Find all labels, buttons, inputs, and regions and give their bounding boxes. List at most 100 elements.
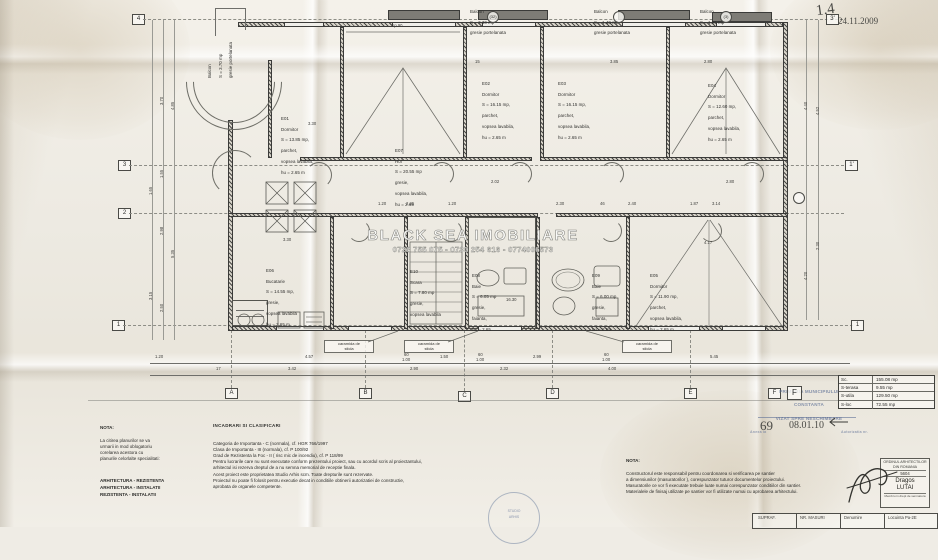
handwritten-mark-top: 1.4: [814, 0, 836, 20]
room-code-e07: E07: [395, 147, 403, 153]
balcony-slab-top-1: [388, 10, 460, 20]
dim-2-99: 2.99: [533, 354, 542, 359]
room-label-e01: E01 Dormitor S = 13.85 mp, parchet, vops…: [281, 105, 313, 181]
note-left-block: NOTA: La citirea planurilor se va urmari…: [100, 419, 210, 469]
room-area-e02: S = 16.15 mp,: [482, 102, 511, 108]
handwritten-date-top: 24.11.2009: [838, 16, 879, 26]
room-code-e04: E04: [708, 82, 716, 88]
step-line-1: [236, 310, 264, 311]
door-swing-e06: [348, 220, 370, 242]
room-label-e02: E02 Dormitor S = 16.15 mp, parchet, vops…: [482, 70, 514, 146]
plan-dim-2-40: 2.40: [628, 201, 637, 206]
dim-1-20: 1.20: [155, 354, 164, 359]
dim-v-3-70: 3.70: [159, 96, 164, 105]
dim-17: 17: [216, 366, 221, 371]
window-top-4: [622, 22, 686, 27]
dim-1-50: 1.50: [440, 354, 449, 359]
room-label-e03: E03 Dormitor S = 16.15 mp, parchet, vops…: [558, 70, 590, 146]
grid-mark-B: B: [359, 388, 372, 399]
room-finish1-e09: gresie,: [592, 305, 606, 311]
title-block-div-3: [884, 513, 885, 529]
dim-4-57: 4.57: [305, 354, 314, 359]
plan-dim-3-30-b: 3.30: [308, 121, 317, 126]
room-finish2-e01: vopsea lavabila,: [281, 159, 314, 165]
room-name-e10: Scara: [410, 279, 422, 285]
dim-60-a: 60: [404, 352, 409, 357]
balcony-name-4: Balcon: [700, 8, 714, 14]
callout-caramida-sticla-1: caramida de sticla: [324, 340, 374, 354]
area-value-utila: 129.50 mp: [876, 393, 898, 399]
room-finish2-e02: vopsea lavabila,: [482, 124, 515, 130]
room-height-e07: hu = 2.65: [395, 201, 414, 207]
step-line-2: [236, 316, 264, 317]
balcony-name-2: Balcon: [470, 8, 484, 14]
area-value-terasa: 9.55 mp: [876, 385, 893, 391]
plan-dim-top-15: 15: [475, 59, 480, 64]
grid-axis-A: [231, 330, 232, 388]
grid-mark-1-right: 1': [845, 160, 858, 171]
door-swing-entry-left: [212, 150, 258, 196]
title-block-col-a: SUPRAF.: [758, 515, 776, 520]
section-marker-F: F: [787, 386, 802, 400]
wall-vert-e03-e04: [666, 27, 670, 158]
wall-vert-e01-left: [268, 60, 272, 158]
note-right-title: NOTA:: [626, 458, 640, 464]
room-finish1-e08: gresie,: [472, 305, 486, 311]
architect-stamp-name1: Dragos: [895, 478, 915, 485]
area-value-loc: 72.55 mp: [876, 401, 896, 407]
architect-stamp-name2: LUTAI: [896, 485, 914, 492]
wall-interior-lower-left: [228, 213, 538, 217]
balcony-area-4: S = 1.95 mp: [700, 19, 725, 25]
room-label-e05: E05 Dormitor S = 11.90 mp, parchet, vops…: [650, 262, 682, 338]
dim-3-42: 3.42: [288, 366, 297, 371]
wall-interior-lower-right: [556, 213, 788, 217]
approval-stamp-line3: VIZAT SPRE NESCHIMBARE: [775, 416, 843, 422]
room-name-e06: Bucatarie: [266, 278, 285, 284]
handwritten-number: 69: [760, 418, 773, 433]
room-finish1-e06: gresie,: [266, 300, 280, 306]
area-row-utila: S-utila 129.50 mp: [839, 392, 934, 401]
wall-interior-mid-left: [300, 157, 532, 161]
balcony-area-3: S = 1.40 mp: [594, 19, 619, 25]
room-height-e05: hu = 2.65 m: [650, 326, 674, 332]
room-area-e01: S = 13.85 mp,: [281, 137, 310, 143]
callout-caramida-sticla-2: caramida de sticla: [404, 340, 454, 354]
room-name-e02: Dormitor: [482, 91, 500, 97]
balcony-slab-top-2: [478, 10, 548, 20]
wall-vert-e03-mid: [540, 27, 544, 158]
dim-vline-3: [174, 20, 175, 340]
dim-v-1-55: 1.55: [159, 169, 164, 178]
window-bottom-2: [348, 326, 392, 331]
wall-vert-e10-e08: [404, 217, 408, 329]
area-label-utila: S-utila: [839, 392, 873, 400]
plan-dim-2-80: 2.80: [726, 179, 735, 184]
title-block-div-1: [796, 513, 797, 529]
wall-exterior-right: [783, 22, 788, 331]
room-height-e02: hu = 2.65 m: [482, 134, 506, 140]
grid-axis-E: [690, 330, 691, 388]
plan-dim-top-2-80: 2.80: [704, 59, 713, 64]
note-center-block: INCADRARI SI CLASIFICARI Categoria de Im…: [213, 417, 593, 496]
balcony-label-left: Balcon S = 3.70 mp gresie portelanata: [196, 42, 239, 78]
wall-exterior-left: [228, 120, 233, 331]
room-finish2-e09: faianta,: [592, 316, 607, 322]
door-swing-e08: [440, 220, 462, 242]
room-finish2-e06: vopsea lavabila: [266, 311, 298, 317]
door-swing-e04: [740, 162, 764, 186]
wall-vert-e09-e05: [626, 217, 630, 329]
dim-5-45: 5.45: [710, 354, 719, 359]
room-finish2-e03: vopsea lavabila,: [558, 124, 591, 130]
area-value-sc: 155.08 mp: [876, 377, 898, 382]
grid-mark-circle-right: [793, 192, 805, 204]
balcony-finish-2: gresie portelanata: [470, 30, 507, 36]
architect-stamp-footer: Membru in drept de semnatura: [884, 493, 926, 499]
area-label-sc: Sc.: [839, 376, 873, 384]
window-bottom-3: [478, 326, 522, 331]
wall-interior-mid-right: [540, 157, 788, 161]
room-name-e03: Dormitor: [558, 91, 576, 97]
room-finish2-e04: vopsea lavabila,: [708, 126, 741, 132]
grid-mark-F: F: [768, 388, 781, 399]
room-area-e04: S = 12.60 mp,: [708, 104, 737, 110]
room-label-e10: E10 Scara S = 7.80 mp gresie, vopsea lav…: [410, 258, 441, 323]
wall-vert-corridor-e09: [536, 217, 540, 329]
